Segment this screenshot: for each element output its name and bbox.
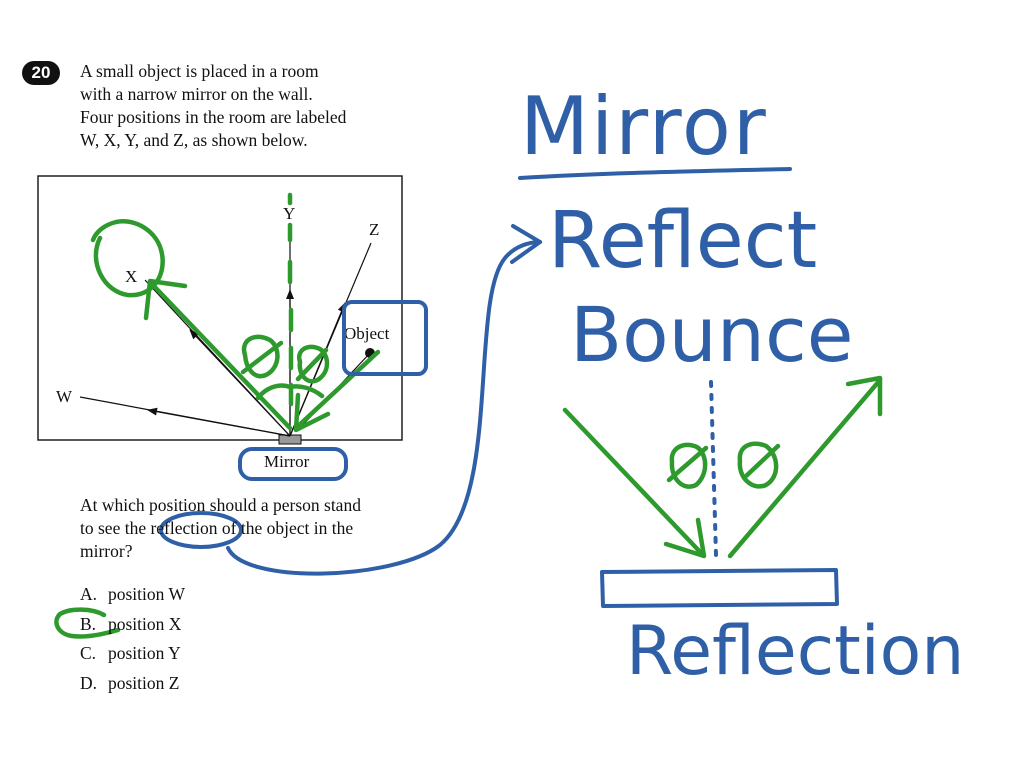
room-box (37, 175, 403, 441)
question-text: A small object is placed in a room with … (80, 60, 400, 152)
green-arrowhead-x (143, 278, 188, 321)
green-sketch-angle-left (666, 442, 709, 489)
option-letter: A. (80, 584, 98, 604)
question-line: W, X, Y, and Z, as shown below. (80, 130, 308, 150)
handwritten-mirror: Mirror (520, 80, 768, 173)
green-ray-x (147, 279, 293, 431)
label-y: Y (283, 204, 295, 223)
green-sketch-arrowhead-in (663, 517, 707, 559)
option-text: position Z (108, 673, 180, 693)
label-x: X (125, 267, 137, 286)
handwritten-bounce: Bounce (570, 290, 854, 379)
blue-connector-arrowhead (510, 224, 542, 264)
question-line: with a narrow mirror on the wall. (80, 84, 313, 104)
blue-dotted-normal (709, 380, 718, 557)
mirror-rect (278, 434, 302, 445)
option-letter: B. (80, 614, 97, 634)
followup-line: At which position should a person stand (80, 495, 361, 515)
blue-connector-curve (226, 240, 542, 576)
green-arrowhead-mirror (293, 392, 331, 433)
handwritten-reflection: Reflection (626, 612, 965, 691)
green-annotations (54, 192, 381, 639)
blue-circle-reflection (159, 511, 243, 549)
option-d[interactable]: D. position Z (80, 673, 179, 694)
followup-line: to see the reflection of the object in t… (80, 518, 354, 538)
blue-annotations (159, 167, 839, 608)
green-incoming-ray (293, 349, 381, 431)
green-sketch (562, 375, 883, 559)
option-a[interactable]: A. position W (80, 584, 185, 605)
blue-underline-mirror (518, 167, 792, 180)
blue-box-mirror (238, 447, 348, 481)
label-mirror: Mirror (264, 452, 310, 471)
green-check-b (54, 607, 121, 639)
option-c[interactable]: C. position Y (80, 643, 181, 664)
ray-to-x-arrow (189, 329, 291, 437)
question-line: Four positions in the room are labeled (80, 107, 347, 127)
option-b[interactable]: B. position X (80, 614, 181, 635)
question-line: A small object is placed in a room (80, 61, 319, 81)
option-letter: C. (80, 643, 97, 663)
green-angle-left (240, 334, 284, 379)
label-object: Object (344, 324, 390, 343)
option-text: position X (108, 614, 182, 634)
ray-to-w-arrow (147, 407, 291, 437)
followup-line: mirror? (80, 541, 133, 561)
followup-question: At which position should a person stand … (80, 494, 410, 563)
green-sketch-incoming (562, 407, 706, 558)
green-sketch-outgoing (727, 377, 883, 559)
green-sketch-arrowhead-out (845, 375, 883, 417)
green-circle-x (90, 219, 165, 298)
question-number-badge: 20 (22, 61, 60, 85)
option-text: position Y (108, 643, 181, 663)
green-angle-right (295, 344, 330, 384)
blue-mirror-rect (600, 568, 839, 608)
blue-box-object (342, 300, 428, 376)
handwritten-reflect: Reflect (548, 196, 818, 286)
option-letter: D. (80, 673, 98, 693)
label-z: Z (369, 220, 379, 239)
green-angle-arc (255, 383, 325, 401)
option-text: position W (108, 584, 185, 604)
green-sketch-angle-right (737, 441, 781, 489)
green-normal-line (287, 192, 294, 407)
label-w: W (56, 387, 73, 406)
